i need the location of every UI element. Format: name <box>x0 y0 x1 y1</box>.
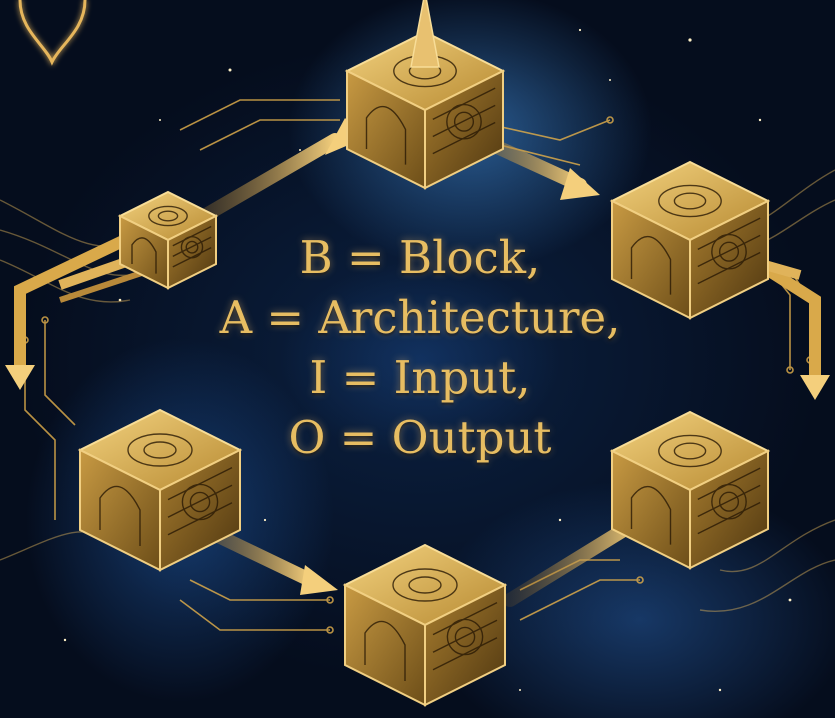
arrow-right-down <box>760 265 830 400</box>
legend-line-input: I = Input, <box>150 348 690 408</box>
arrow-left-down <box>5 240 125 390</box>
heart-icon <box>20 0 85 62</box>
legend-line-output: O = Output <box>150 408 690 468</box>
cube-spire <box>411 0 439 67</box>
legend-line-architecture: A = Architecture, <box>150 288 690 348</box>
cube-bottom <box>345 545 505 705</box>
legend-line-block: B = Block, <box>150 228 690 288</box>
cube-top <box>347 0 503 188</box>
legend-caption: B = Block, A = Architecture, I = Input, … <box>150 228 690 468</box>
